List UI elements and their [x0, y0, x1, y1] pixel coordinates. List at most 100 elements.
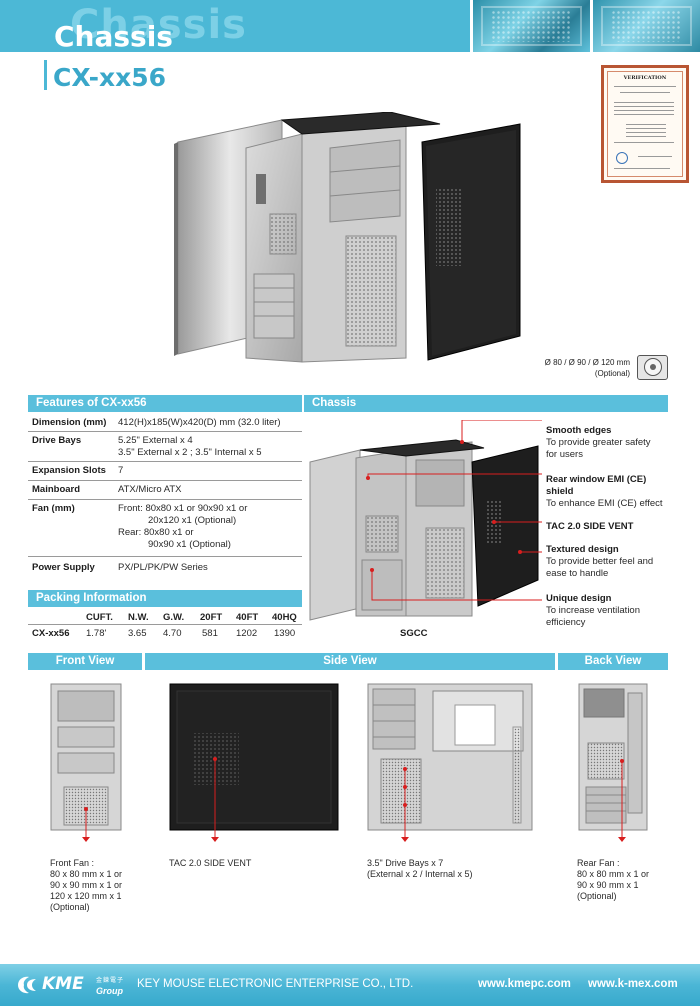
callout-textured-design: Textured design To provide better feel a…	[546, 544, 696, 580]
feature-value: ATX/Micro ATX	[118, 484, 182, 495]
callout-desc: To provide greater safety	[546, 437, 651, 448]
caption-line: 80 x 80 mm x 1 or	[577, 869, 650, 879]
packing-header-40ft: 40FT	[236, 612, 259, 623]
feature-value-line: 3.5" External x 2 ; 3.5" Internal x 5	[118, 447, 262, 458]
chassis-title: Chassis	[312, 397, 357, 409]
verification-certificate-image: VERIFICATION	[601, 65, 689, 183]
footer-url-kmex[interactable]: www.k-mex.com	[588, 978, 678, 990]
chassis-title-bar: Chassis	[304, 395, 668, 412]
fan-icon	[637, 355, 668, 380]
features-title: Features of CX-xx56	[36, 397, 147, 409]
feature-row-drive-bays: Drive Bays 5.25" External x 4 3.5" Exter…	[28, 432, 302, 462]
feature-value-line: Rear: 80x80 x1 or	[118, 527, 194, 538]
callout-desc: ease to handle	[546, 568, 609, 579]
feature-label: Fan (mm)	[32, 503, 75, 514]
side-open-caption: 3.5" Drive Bays x 7 (External x 2 / Inte…	[367, 858, 473, 880]
side-panel-image	[169, 683, 339, 842]
packing-value-40ft: 1202	[236, 628, 258, 639]
callout-title: Unique design	[546, 593, 612, 604]
fan-size-values: Ø 80 / Ø 90 / Ø 120 mm	[544, 358, 630, 367]
callout-title: Smooth edges	[546, 425, 612, 436]
feature-value-line: 20x120 x1 (Optional)	[148, 515, 237, 526]
feature-value-line: Front: 80x80 x1 or 90x90 x1 or	[118, 503, 248, 514]
callout-rear-window-emi: Rear window EMI (CE) shield To enhance E…	[546, 474, 696, 510]
side-view-bar: Side View	[145, 653, 555, 670]
side-open-image	[367, 683, 533, 842]
caption-line: (Optional)	[50, 902, 90, 912]
packing-value-40hq: 1390	[274, 628, 296, 639]
packing-divider	[28, 624, 302, 625]
callout-unique-design: Unique design To increase ventilation ef…	[546, 593, 696, 629]
caption-line: (External x 2 / Internal x 5)	[367, 869, 473, 879]
front-view-image	[50, 683, 122, 842]
header-ghost-text: Chassis	[70, 2, 247, 48]
back-view-caption: Rear Fan : 80 x 80 mm x 1 or 90 x 90 mm …	[577, 858, 649, 902]
feature-value: PX/PL/PK/PW Series	[118, 562, 208, 573]
feature-value: Front: 80x80 x1 or 90x90 x1 or 20x120 x1…	[118, 503, 247, 551]
features-title-bar: Features of CX-xx56	[28, 395, 302, 412]
fan-size-optional: (Optional)	[594, 369, 630, 378]
callout-smooth-edges: Smooth edges To provide greater safety f…	[546, 425, 696, 461]
footer: KME 金鍊電子 Group KEY MOUSE ELECTRONIC ENTE…	[0, 964, 700, 1006]
feature-value-line: 5.25" External x 4	[118, 435, 193, 446]
fan-size-note: Ø 80 / Ø 90 / Ø 120 mm (Optional)	[540, 357, 630, 379]
front-view-bar: Front View	[28, 653, 142, 670]
footer-company-name: KEY MOUSE ELECTRONIC ENTERPRISE CO., LTD…	[137, 978, 414, 990]
back-view-bar: Back View	[558, 653, 668, 670]
callout-desc: To provide better feel and	[546, 556, 654, 567]
feature-value: 5.25" External x 4 3.5" External x 2 ; 3…	[118, 435, 262, 459]
side-panel-caption: TAC 2.0 SIDE VENT	[169, 858, 251, 869]
feature-row-expansion-slots: Expansion Slots 7	[28, 462, 302, 481]
feature-row-power-supply: Power Supply PX/PL/PK/PW Series	[28, 557, 302, 577]
packing-value-cuft: 1.78'	[86, 628, 107, 639]
packing-value-nw: 3.65	[128, 628, 147, 639]
packing-title-bar: Packing Information	[28, 590, 302, 607]
callout-desc: To increase ventilation	[546, 605, 640, 616]
footer-group: Group	[96, 986, 123, 996]
chassis-exploded-image	[174, 112, 521, 363]
footer-url-kmepc[interactable]: www.kmepc.com	[478, 978, 571, 990]
caption-line: 90 x 90 mm x 1	[577, 880, 639, 890]
callout-desc: efficiency	[546, 617, 586, 628]
callout-title: TAC 2.0 SIDE VENT	[546, 521, 634, 532]
packing-title: Packing Information	[36, 592, 147, 604]
page-title: Chassis	[54, 20, 173, 53]
caption-line: Rear Fan :	[577, 858, 620, 868]
feature-label: Expansion Slots	[32, 465, 106, 476]
model-accent-bar	[44, 60, 47, 90]
back-view-title: Back View	[584, 655, 642, 667]
feature-value: 7	[118, 465, 124, 476]
packing-value-20ft: 581	[202, 628, 218, 639]
caption-line: 90 x 90 mm x 1 or	[50, 880, 123, 890]
feature-label: Power Supply	[32, 562, 95, 573]
caption-line: 80 x 80 mm x 1 or	[50, 869, 123, 879]
front-view-caption: Front Fan : 80 x 80 mm x 1 or 90 x 90 mm…	[50, 858, 122, 913]
header-photo-fan-grille	[590, 0, 700, 52]
packing-row-label: CX-xx56	[32, 628, 70, 639]
callout-desc: for users	[546, 449, 583, 460]
feature-row-dimension: Dimension (mm) 412(H)x185(W)x420(D) mm (…	[28, 414, 302, 432]
packing-value-gw: 4.70	[163, 628, 182, 639]
packing-header-gw: G.W.	[163, 612, 185, 623]
feature-row-mainboard: Mainboard ATX/Micro ATX	[28, 481, 302, 500]
model-title: CX-xx56	[53, 63, 167, 92]
callout-title: Textured design	[546, 544, 619, 555]
feature-label: Mainboard	[32, 484, 81, 495]
caption-line: (Optional)	[577, 891, 617, 901]
material-label: SGCC	[400, 628, 428, 639]
packing-header-20ft: 20FT	[200, 612, 223, 623]
feature-row-fan: Fan (mm) Front: 80x80 x1 or 90x90 x1 or …	[28, 500, 302, 557]
footer-chinese-name: 金鍊電子	[96, 978, 125, 984]
feature-label: Drive Bays	[32, 435, 82, 446]
header-photo-chassis-interior	[470, 0, 590, 52]
callout-title: shield	[546, 486, 574, 497]
packing-header-40hq: 40HQ	[272, 612, 297, 623]
feature-label: Dimension (mm)	[32, 417, 107, 428]
packing-header-nw: N.W.	[128, 612, 149, 623]
footer-brand: KME	[42, 974, 84, 994]
packing-header-cuft: CUFT.	[86, 612, 113, 623]
back-view-image	[578, 683, 648, 842]
side-view-title: Side View	[323, 655, 377, 667]
caption-line: Front Fan :	[50, 858, 95, 868]
feature-value: 412(H)x185(W)x420(D) mm (32.0 liter)	[118, 417, 281, 428]
